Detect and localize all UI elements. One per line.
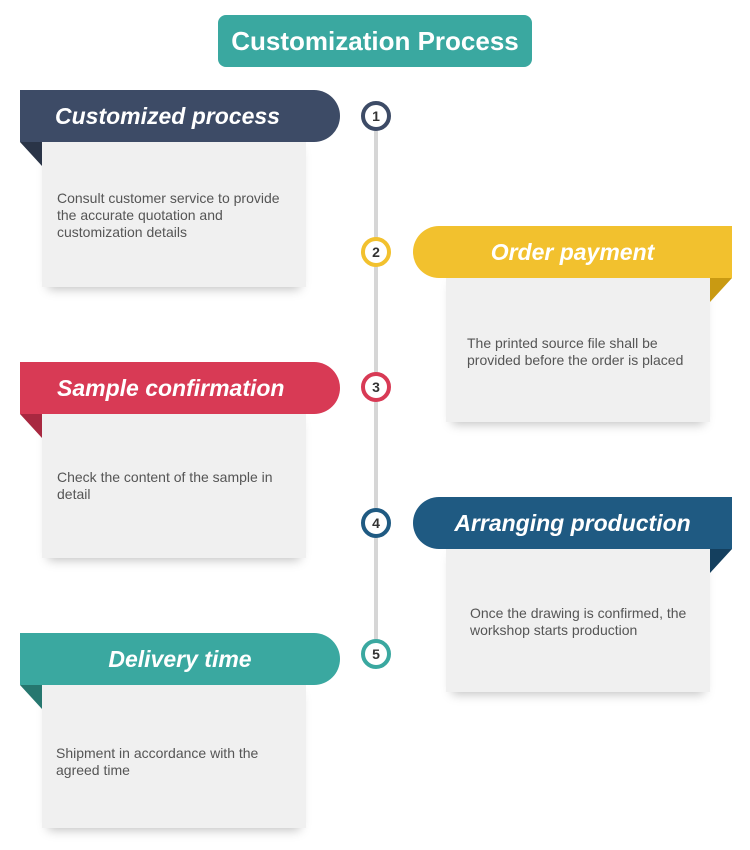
page-title: Customization Process: [218, 15, 532, 67]
step-3-description: Check the content of the sample in detai…: [57, 469, 273, 502]
step-3-ribbon-fold: [20, 414, 42, 438]
step-2-ribbon-fold: [710, 278, 732, 302]
step-5-card: [42, 680, 306, 828]
step-4-heading: Arranging production: [454, 509, 691, 536]
step-2-number-circle: 2: [361, 237, 391, 267]
step-2-ribbon: Order payment: [413, 226, 732, 278]
step-4-ribbon-fold: [710, 549, 732, 573]
step-1-number-circle: 1: [361, 101, 391, 131]
step-3-card: [42, 408, 306, 558]
step-2-description: The printed source file shall be provide…: [467, 335, 684, 368]
step-2-heading: Order payment: [490, 238, 655, 265]
step-1-description: Consult customer service to provide the …: [57, 190, 280, 240]
step-4-number-circle: 4: [361, 508, 391, 538]
step-1-heading: Customized process: [55, 102, 280, 129]
step-4-ribbon: Arranging production: [413, 497, 732, 549]
step-3-heading: Sample confirmation: [57, 374, 285, 401]
step-3-ribbon: Sample confirmation: [20, 362, 340, 414]
step-4-card: [446, 542, 710, 692]
step-1-ribbon-fold: [20, 142, 42, 166]
step-5-ribbon: Delivery time: [20, 633, 340, 685]
step-5-heading: Delivery time: [108, 645, 252, 672]
step-1-ribbon: Customized process: [20, 90, 340, 142]
step-5-description: Shipment in accordance with the agreed t…: [56, 745, 259, 778]
step-5-number-circle: 5: [361, 639, 391, 669]
step-5-ribbon-fold: [20, 685, 42, 709]
step-1-card: [42, 135, 306, 287]
step-4-description: Once the drawing is confirmed, the works…: [470, 605, 687, 638]
step-3-number-circle: 3: [361, 372, 391, 402]
step-2-card: [446, 270, 710, 422]
